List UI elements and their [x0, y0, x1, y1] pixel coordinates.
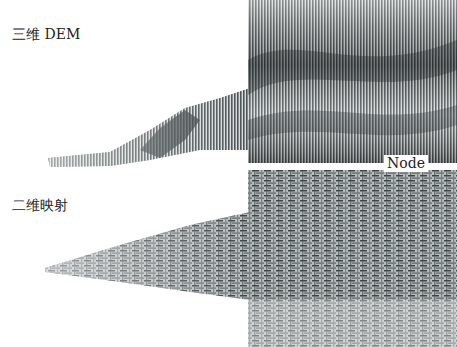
node-label: Node	[384, 155, 428, 172]
view-label: 三维 DEM	[12, 26, 80, 43]
view-label: 二维映射	[12, 197, 68, 214]
